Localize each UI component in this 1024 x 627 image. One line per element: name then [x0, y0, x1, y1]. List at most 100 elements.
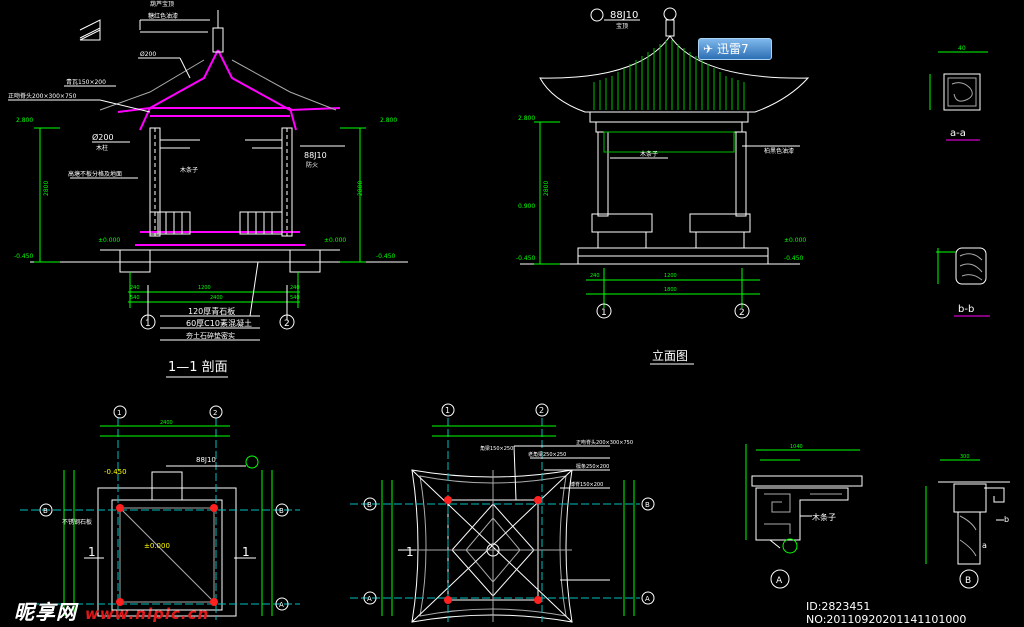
elevation-label-bracket: 木条子 [640, 150, 658, 158]
section-level-zero: ±0.000 [98, 237, 120, 244]
section-bb-label: b-b [958, 304, 974, 315]
section-level-top-r: 2.800 [380, 117, 397, 124]
section-ab-texts: 40 a-a b-b [950, 45, 974, 315]
elevation-texts: 88J10 宝顶 木条子 柏黑色油漆 2.800 0.900 ±0.000 -0… [516, 10, 806, 363]
section-texts: 葫芦宝顶 糖红色油漆 Ø200 青瓦150×200 正吻脊头200×300×75… [8, 0, 397, 375]
elevation-level-minus-r: -0.450 [784, 255, 804, 262]
elevation-title: 立面图 [652, 348, 688, 363]
section-dim-h-right: 2800 [357, 181, 364, 196]
watermark-brand: 昵享网 [14, 600, 77, 624]
elevation-dim-w2: 1200 [664, 273, 677, 279]
detail-a [745, 444, 863, 589]
app-badge[interactable]: ✈迅雷7 [698, 38, 772, 60]
section-label-std: 88J10 [304, 151, 327, 160]
plan-dim-top: 2400 [160, 420, 173, 426]
roof-label-5: 博脊150×200 [570, 481, 603, 488]
plan-dim-lines [63, 425, 273, 616]
roof-axis-top-2: 2 [539, 406, 544, 415]
roof-axis-side-b-r: B [645, 501, 650, 509]
roof-plan-texts: 1 2 B A B A 正吻脊头200×300×750 老角梁250×250 角… [367, 406, 650, 603]
elevation-dim-lines [534, 121, 760, 308]
roof-label-2: 老角梁250×250 [528, 451, 566, 458]
roof-label-4: 檩条250×200 [576, 463, 609, 470]
elevation-dim-w3: 1800 [664, 287, 677, 293]
watermark-url: www.nipic.cn [84, 605, 210, 623]
section-note-1: 120厚青石板 [188, 306, 235, 316]
roof-axis-side-b: B [367, 501, 372, 509]
section-bb [936, 247, 990, 317]
section-view [8, 10, 408, 341]
elevation-std-sub: 宝顶 [616, 22, 628, 30]
detail-b-label-a: a [982, 541, 987, 550]
roof-axis-side-a: A [367, 595, 372, 603]
section-dim-lines [34, 127, 366, 320]
elevation-level-top: 2.800 [518, 115, 535, 122]
section-aa-dim: 40 [958, 45, 966, 52]
elevation-level-minus: -0.450 [516, 255, 536, 262]
section-axis-1: 1 [145, 319, 151, 329]
roof-plan-markers [444, 496, 542, 604]
detail-a-label: A [776, 576, 783, 586]
section-label-tile: 青瓦150×200 [66, 78, 106, 86]
plan-level: ±0.000 [144, 542, 170, 550]
plan-label-floor: 不锈钢石板 [62, 518, 92, 526]
section-level-minus: -0.450 [14, 253, 34, 260]
section-dim-w2: 540 [130, 295, 140, 301]
plan-axis-top-2: 2 [213, 409, 217, 417]
section-leaders [8, 19, 345, 341]
elevation-std: 88J10 [610, 10, 638, 21]
plan-label-std: 88J10 [196, 456, 216, 464]
plan-axis-side-b-r: B [279, 507, 284, 515]
detail-a-dim: 1040 [790, 444, 803, 450]
elevation-level-mid: 0.900 [518, 203, 535, 210]
plan-cut-right: 1 [242, 545, 250, 559]
elevation-label-paint: 柏黑色油漆 [764, 147, 794, 155]
section-note-2: 60厚C10素混凝土 [186, 318, 252, 328]
elevation-dim-w1: 240 [590, 273, 600, 279]
roof-axis-side-a-r: A [645, 595, 650, 603]
plan-level-top: -0.450 [104, 468, 127, 476]
detail-a-bracket: 木条子 [812, 512, 836, 522]
image-id: ID:2823451 NO:20110920201141101000 [806, 600, 967, 626]
section-roof [117, 49, 341, 246]
bird-icon: ✈ [702, 42, 714, 56]
plan-axis-top-1: 1 [117, 409, 121, 417]
section-level-minus-r: -0.450 [376, 253, 396, 260]
detail-b-texts: b a 300 B [960, 454, 1009, 586]
section-label-dim200: Ø200 [140, 51, 156, 58]
section-title: 1—1 剖面 [168, 360, 228, 375]
section-dim-w3: 2400 [210, 295, 223, 301]
elevation-dim-h: 2800 [543, 181, 550, 196]
detail-b-label: B [965, 576, 971, 586]
section-dim-h-left: 2800 [43, 181, 50, 196]
elevation-axis-2: 2 [739, 308, 745, 318]
section-label-finial: 葫芦宝顶 [150, 0, 174, 8]
elevation-axis-1: 1 [601, 308, 607, 318]
section-label-col-d: Ø200 [92, 132, 114, 142]
section-dim-w1: 240 [130, 285, 140, 291]
detail-b-label-b: b [1004, 515, 1009, 524]
section-dim-w6: 540 [290, 295, 300, 301]
section-aa-label: a-a [950, 128, 966, 139]
plan-view [20, 405, 300, 620]
section-axis-2: 2 [284, 319, 290, 329]
plan-axis-side-a-r: A [279, 601, 284, 609]
plan-markers [116, 504, 218, 606]
roof-axis-top-1: 1 [445, 406, 450, 415]
detail-b [925, 459, 1010, 589]
section-aa [929, 51, 988, 141]
elevation-view [520, 7, 810, 319]
plan-texts: 1 2 B B A 88J10 -0.450 ±0.000 不锈钢石板 2400… [43, 409, 284, 609]
watermark-logo: 昵享网 www.nipic.cn [14, 596, 209, 625]
roof-label-3: 角梁150×250 [480, 445, 513, 452]
section-label-paint: 糖红色油漆 [148, 12, 178, 20]
detail-a-texts: 木条子 1040 A [776, 444, 836, 586]
section-note-3: 夯土石碎垫密实 [186, 331, 235, 340]
detail-b-dim: 300 [960, 454, 970, 460]
elevation-level-zero: ±0.000 [784, 237, 806, 244]
section-dim-w4: 1200 [198, 285, 211, 291]
badge-label: 迅雷7 [717, 42, 749, 56]
plan-axis-side-b: B [43, 507, 48, 515]
section-level-top: 2.800 [16, 117, 33, 124]
